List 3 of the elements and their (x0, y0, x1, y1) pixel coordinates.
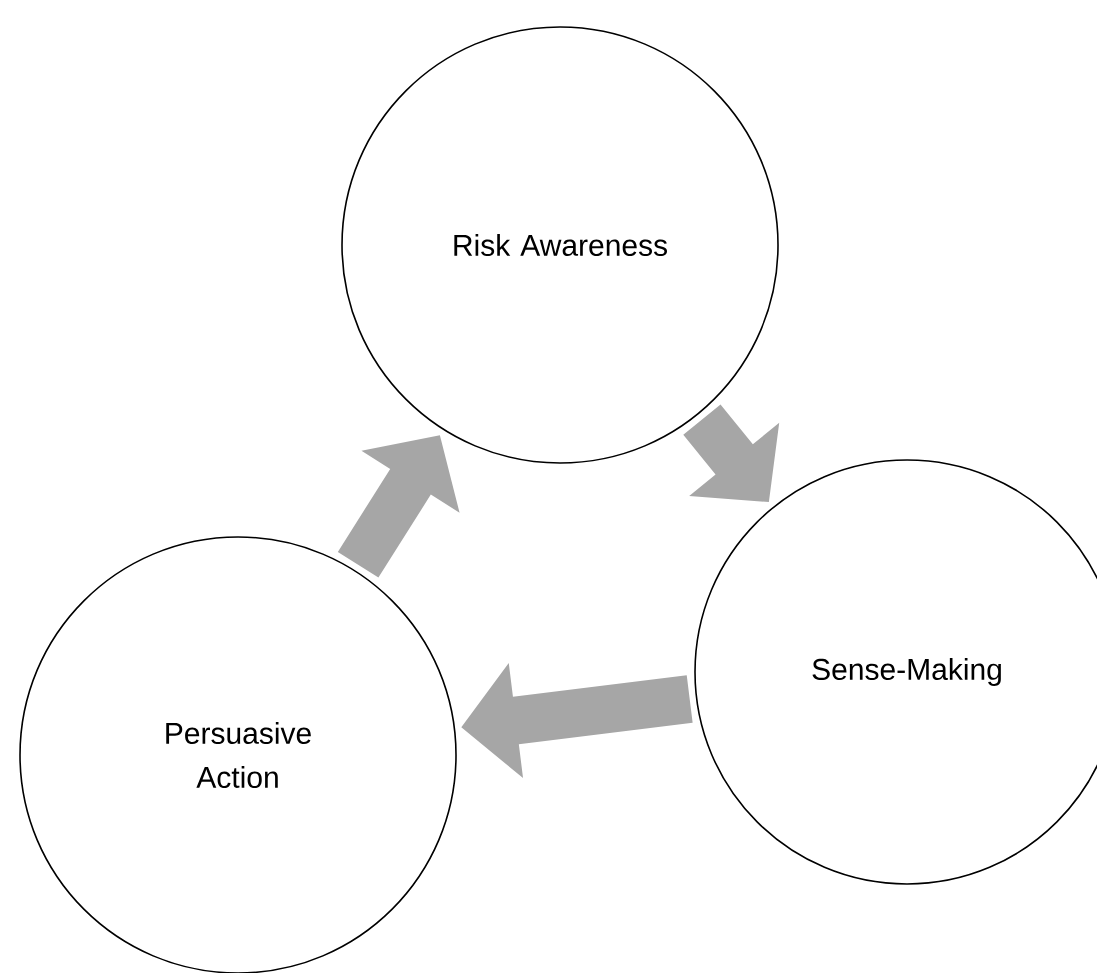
block-arrow (337, 435, 460, 578)
block-arrow (683, 404, 780, 503)
block-arrow (461, 663, 693, 779)
